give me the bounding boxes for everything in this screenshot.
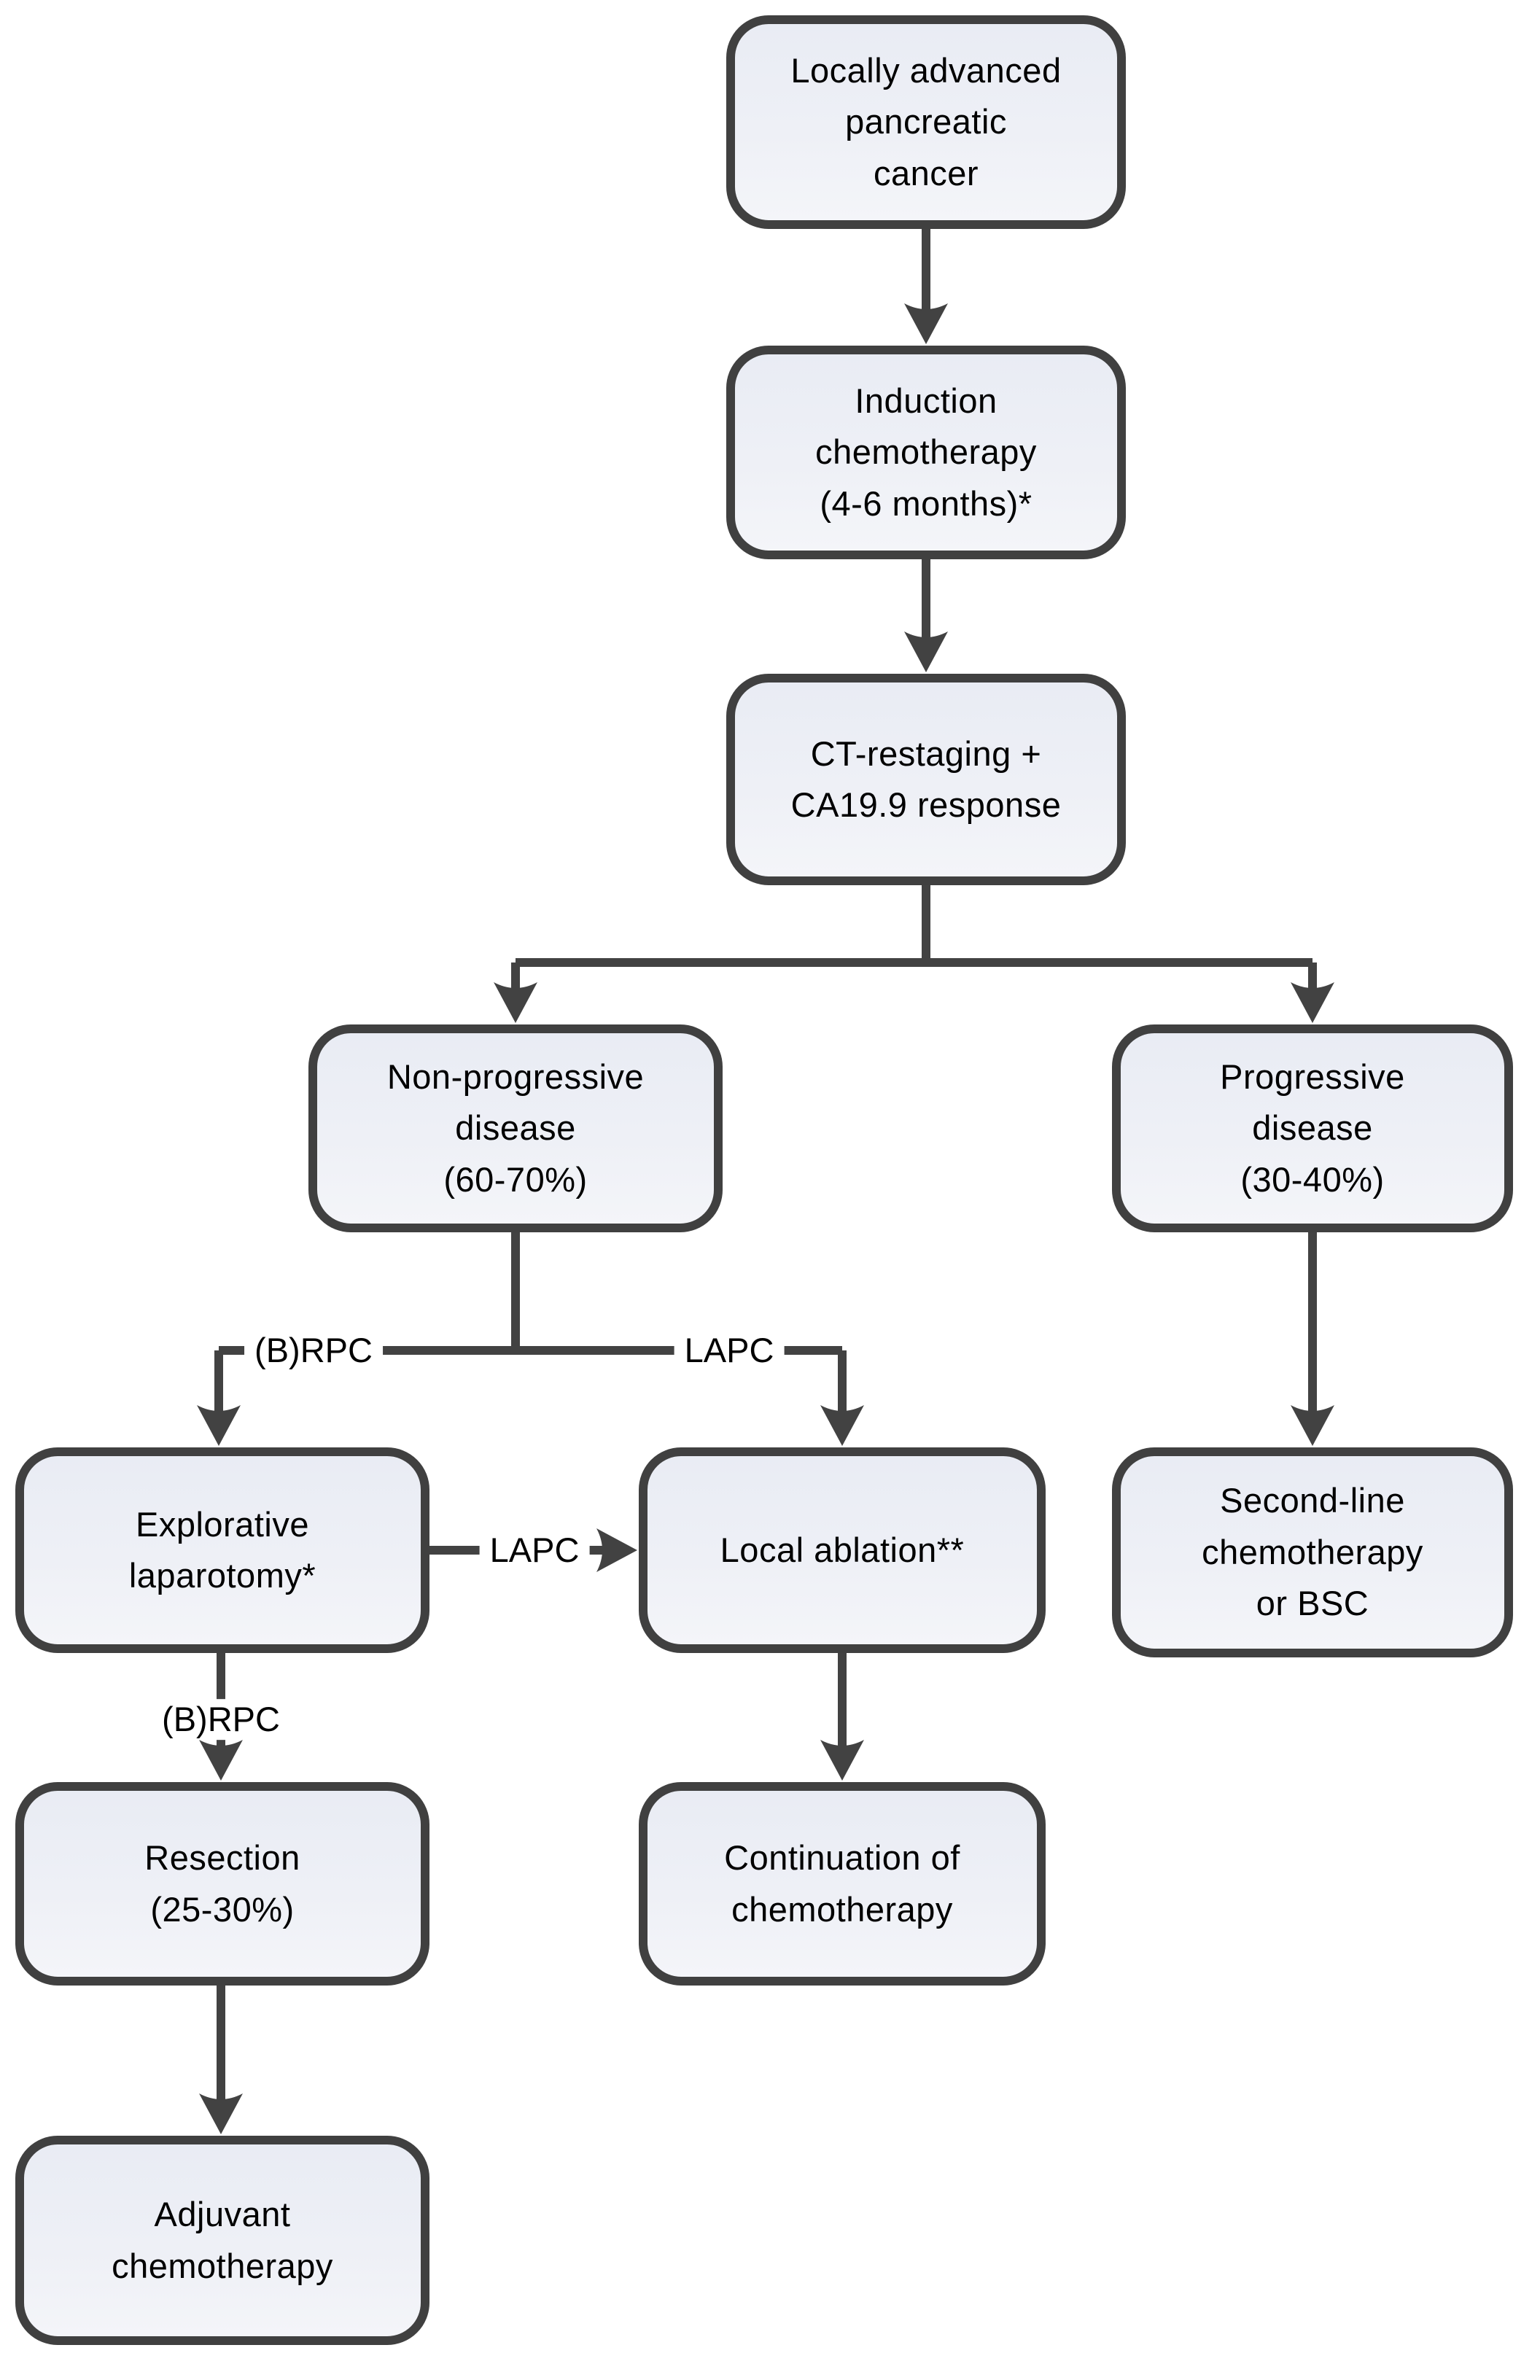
node-induction-chemotherapy: Induction chemotherapy (4-6 months)* bbox=[726, 346, 1126, 559]
node-adjuvant-chemotherapy: Adjuvant chemotherapy bbox=[15, 2136, 429, 2345]
arrow-down-icon bbox=[904, 303, 948, 344]
arrow-down-icon bbox=[820, 1405, 864, 1446]
edge-label-brpc-upper: (B)RPC bbox=[244, 1330, 383, 1371]
arrow-down-icon bbox=[199, 2093, 243, 2134]
node-label: Explorative laparotomy* bbox=[128, 1504, 316, 1595]
edge-label-brpc-lower: (B)RPC bbox=[152, 1699, 290, 1740]
node-label: Adjuvant chemotherapy bbox=[112, 2195, 333, 2285]
node-label: Local ablation** bbox=[720, 1530, 965, 1569]
arrow-down-icon bbox=[904, 631, 948, 672]
node-local-ablation: Local ablation** bbox=[639, 1447, 1046, 1653]
arrow-down-icon bbox=[199, 1740, 243, 1781]
edge-label-lapc-mid: LAPC bbox=[479, 1530, 590, 1571]
node-non-progressive-disease: Non-progressive disease (60-70%) bbox=[308, 1024, 723, 1232]
node-label: Non-progressive disease (60-70%) bbox=[386, 1057, 645, 1199]
edge-label-lapc-upper: LAPC bbox=[674, 1330, 785, 1371]
node-second-line-chemotherapy-or-bsc: Second-line chemotherapy or BSC bbox=[1112, 1447, 1513, 1657]
node-label: Resection (25-30%) bbox=[144, 1838, 300, 1929]
node-label: Induction chemotherapy (4-6 months)* bbox=[815, 381, 1037, 523]
arrow-down-icon bbox=[1291, 982, 1334, 1023]
node-resection: Resection (25-30%) bbox=[15, 1782, 429, 1986]
arrow-down-icon bbox=[197, 1405, 241, 1446]
node-explorative-laparotomy: Explorative laparotomy* bbox=[15, 1447, 429, 1653]
node-label: CT-restaging + CA19.9 response bbox=[790, 734, 1062, 825]
node-label: Second-line chemotherapy or BSC bbox=[1202, 1481, 1423, 1623]
node-continuation-of-chemotherapy: Continuation of chemotherapy bbox=[639, 1782, 1046, 1986]
node-label: Progressive disease (30-40%) bbox=[1220, 1057, 1405, 1199]
node-label: Locally advanced pancreatic cancer bbox=[790, 50, 1062, 192]
node-ct-restaging-ca19-9-response: CT-restaging + CA19.9 response bbox=[726, 674, 1126, 885]
node-locally-advanced-pancreatic-cancer: Locally advanced pancreatic cancer bbox=[726, 15, 1126, 229]
arrow-down-icon bbox=[1291, 1405, 1334, 1446]
connector-arrowheads bbox=[197, 303, 1334, 2134]
node-label: Continuation of chemotherapy bbox=[724, 1838, 960, 1929]
node-progressive-disease: Progressive disease (30-40%) bbox=[1112, 1024, 1513, 1232]
arrow-down-icon bbox=[820, 1740, 864, 1781]
arrow-down-icon bbox=[494, 982, 537, 1023]
arrow-right-icon bbox=[596, 1528, 637, 1572]
